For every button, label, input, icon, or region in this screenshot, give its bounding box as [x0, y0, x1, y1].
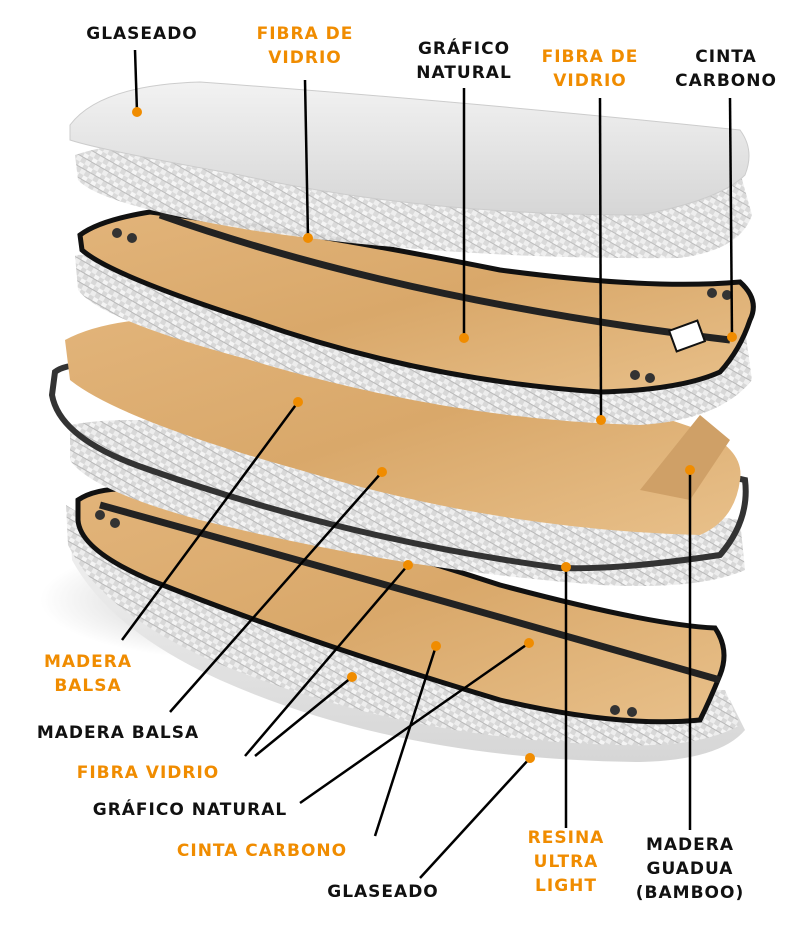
label-line: CARBONO — [675, 71, 777, 91]
layer-balsa — [65, 317, 741, 535]
label-top-fiber-2: FIBRA DE VIDRIO — [542, 45, 639, 93]
label-line: NATURAL — [416, 63, 512, 83]
leader-dots — [132, 107, 737, 763]
label-line: FIBRA VIDRIO — [76, 763, 220, 783]
label-line: LIGHT — [535, 876, 597, 896]
label-line: (BAMBOO) — [635, 883, 745, 903]
insert-dots — [95, 228, 732, 717]
label-balsa-black: MADERA BALSA — [37, 721, 199, 745]
label-line: GRÁFICO NATURAL — [92, 800, 288, 820]
label-top-carbon: CINTA CARBONO — [675, 45, 777, 93]
balsa-fin — [640, 415, 730, 500]
label-line: MADERA — [645, 835, 735, 855]
label-bottom-fiber: FIBRA VIDRIO — [77, 761, 220, 785]
label-top-fiber: FIBRA DE VIDRIO — [257, 22, 354, 70]
label-line: CINTA CARBONO — [176, 841, 348, 861]
label-resin: RESINA ULTRA LIGHT — [528, 826, 605, 898]
label-line: GUADUA — [646, 859, 734, 879]
label-line: CINTA — [695, 47, 757, 67]
label-line: FIBRA DE — [256, 24, 354, 44]
label-balsa-orange: MADERA BALSA — [44, 650, 132, 698]
label-bamboo: MADERA GUADUA (BAMBOO) — [636, 833, 744, 905]
label-line: ULTRA — [533, 852, 599, 872]
label-line: GLASEADO — [327, 882, 439, 902]
label-bottom-glaze: GLASEADO — [327, 880, 439, 904]
label-line: FIBRA DE — [541, 47, 639, 67]
layer-top-glaze — [69, 81, 750, 216]
label-bottom-graphic: GRÁFICO NATURAL — [93, 798, 288, 822]
label-bottom-carbon: CINTA CARBONO — [177, 839, 347, 863]
bottom-carbon-stripe — [99, 501, 721, 684]
label-top-glaze: GLASEADO — [86, 22, 198, 46]
label-line: RESINA — [527, 828, 605, 848]
label-top-graphic: GRÁFICO NATURAL — [416, 37, 512, 85]
label-line: MADERA — [43, 652, 133, 672]
label-line: MADERA BALSA — [36, 723, 200, 743]
layer-middle-carbon — [70, 420, 745, 586]
label-line: GLASEADO — [86, 24, 198, 44]
label-line: VIDRIO — [268, 48, 342, 68]
label-line: VIDRIO — [553, 71, 627, 91]
top-carbon-stripe — [158, 211, 731, 344]
label-line: GRÁFICO — [417, 39, 511, 59]
brand-logo — [667, 319, 707, 353]
leader-lines — [120, 49, 734, 879]
label-line: BALSA — [54, 676, 122, 696]
